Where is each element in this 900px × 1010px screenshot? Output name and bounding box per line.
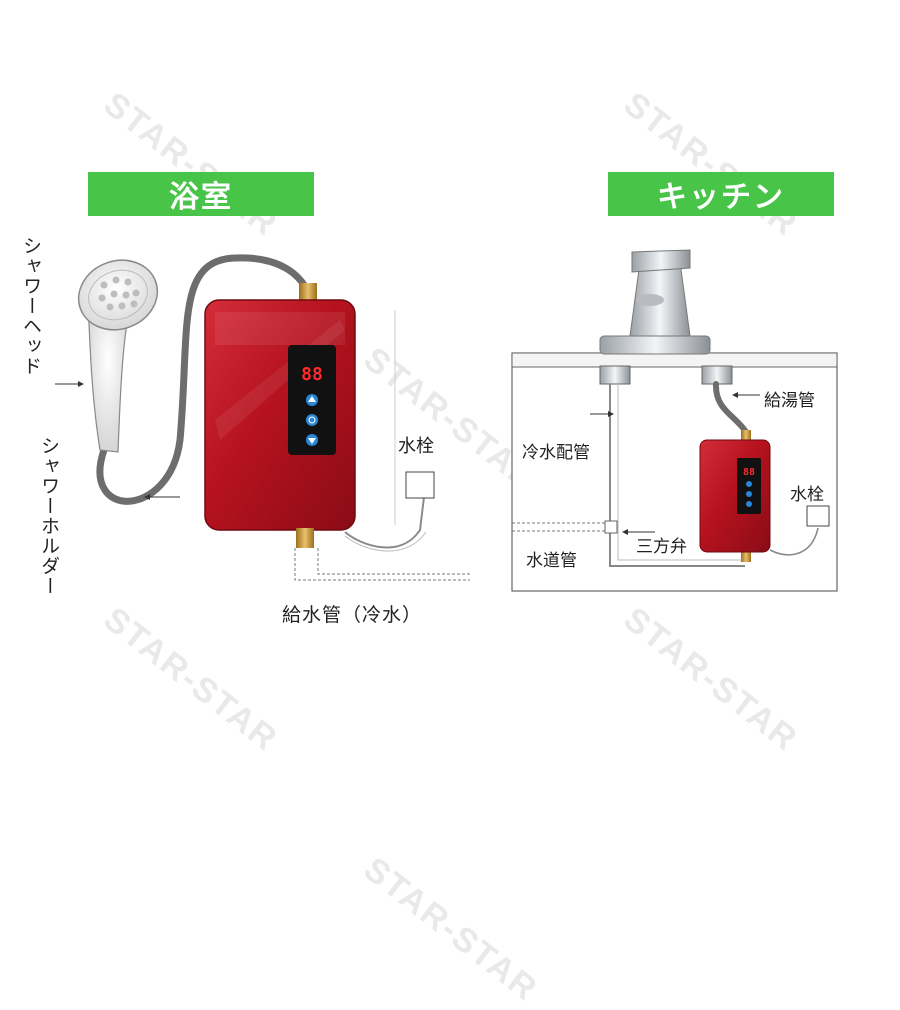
- kitchen-faucet-box: [806, 505, 830, 527]
- power-button: [306, 414, 318, 426]
- installation-diagram: 88: [55, 249, 838, 592]
- supply-pipe-label: 給水管（冷水）: [282, 604, 423, 626]
- supply-pipe: [294, 548, 470, 581]
- countertop: [511, 352, 838, 368]
- shower-head: [77, 259, 159, 331]
- brass-fitting-bottom: [296, 528, 314, 548]
- shower-holder-label: シャワーホルダー: [38, 436, 60, 596]
- bathroom-scene: 88: [55, 254, 470, 581]
- cold-pipe: [609, 384, 745, 567]
- kitchen-title: キッチン: [608, 172, 834, 216]
- three-way-valve-label: 三方弁: [636, 537, 687, 557]
- cold-pipe-label: 冷水配管: [522, 443, 590, 463]
- hot-pipe-label: 給湯管: [764, 391, 815, 411]
- kitchen-temperature-display: 88: [743, 467, 755, 478]
- bathroom-faucet-label: 水栓: [398, 436, 434, 457]
- hot-hose: [712, 381, 749, 435]
- shower-hose: [96, 254, 312, 505]
- water-line: [512, 522, 610, 532]
- kitchen-faucet-label: 水栓: [790, 485, 824, 505]
- faucet-hose: [344, 496, 425, 549]
- water-pipe-label: 水道管: [526, 551, 577, 571]
- faucet-box: [405, 471, 435, 499]
- shower-head-label: シャワーヘッド: [20, 236, 42, 376]
- temperature-display: 88: [301, 364, 323, 385]
- cabinet: [511, 352, 838, 592]
- shower-handle: [87, 299, 129, 453]
- kitchen-scene: 88: [511, 249, 838, 592]
- three-way-valve: [604, 520, 618, 534]
- bathroom-title: 浴室: [88, 172, 314, 216]
